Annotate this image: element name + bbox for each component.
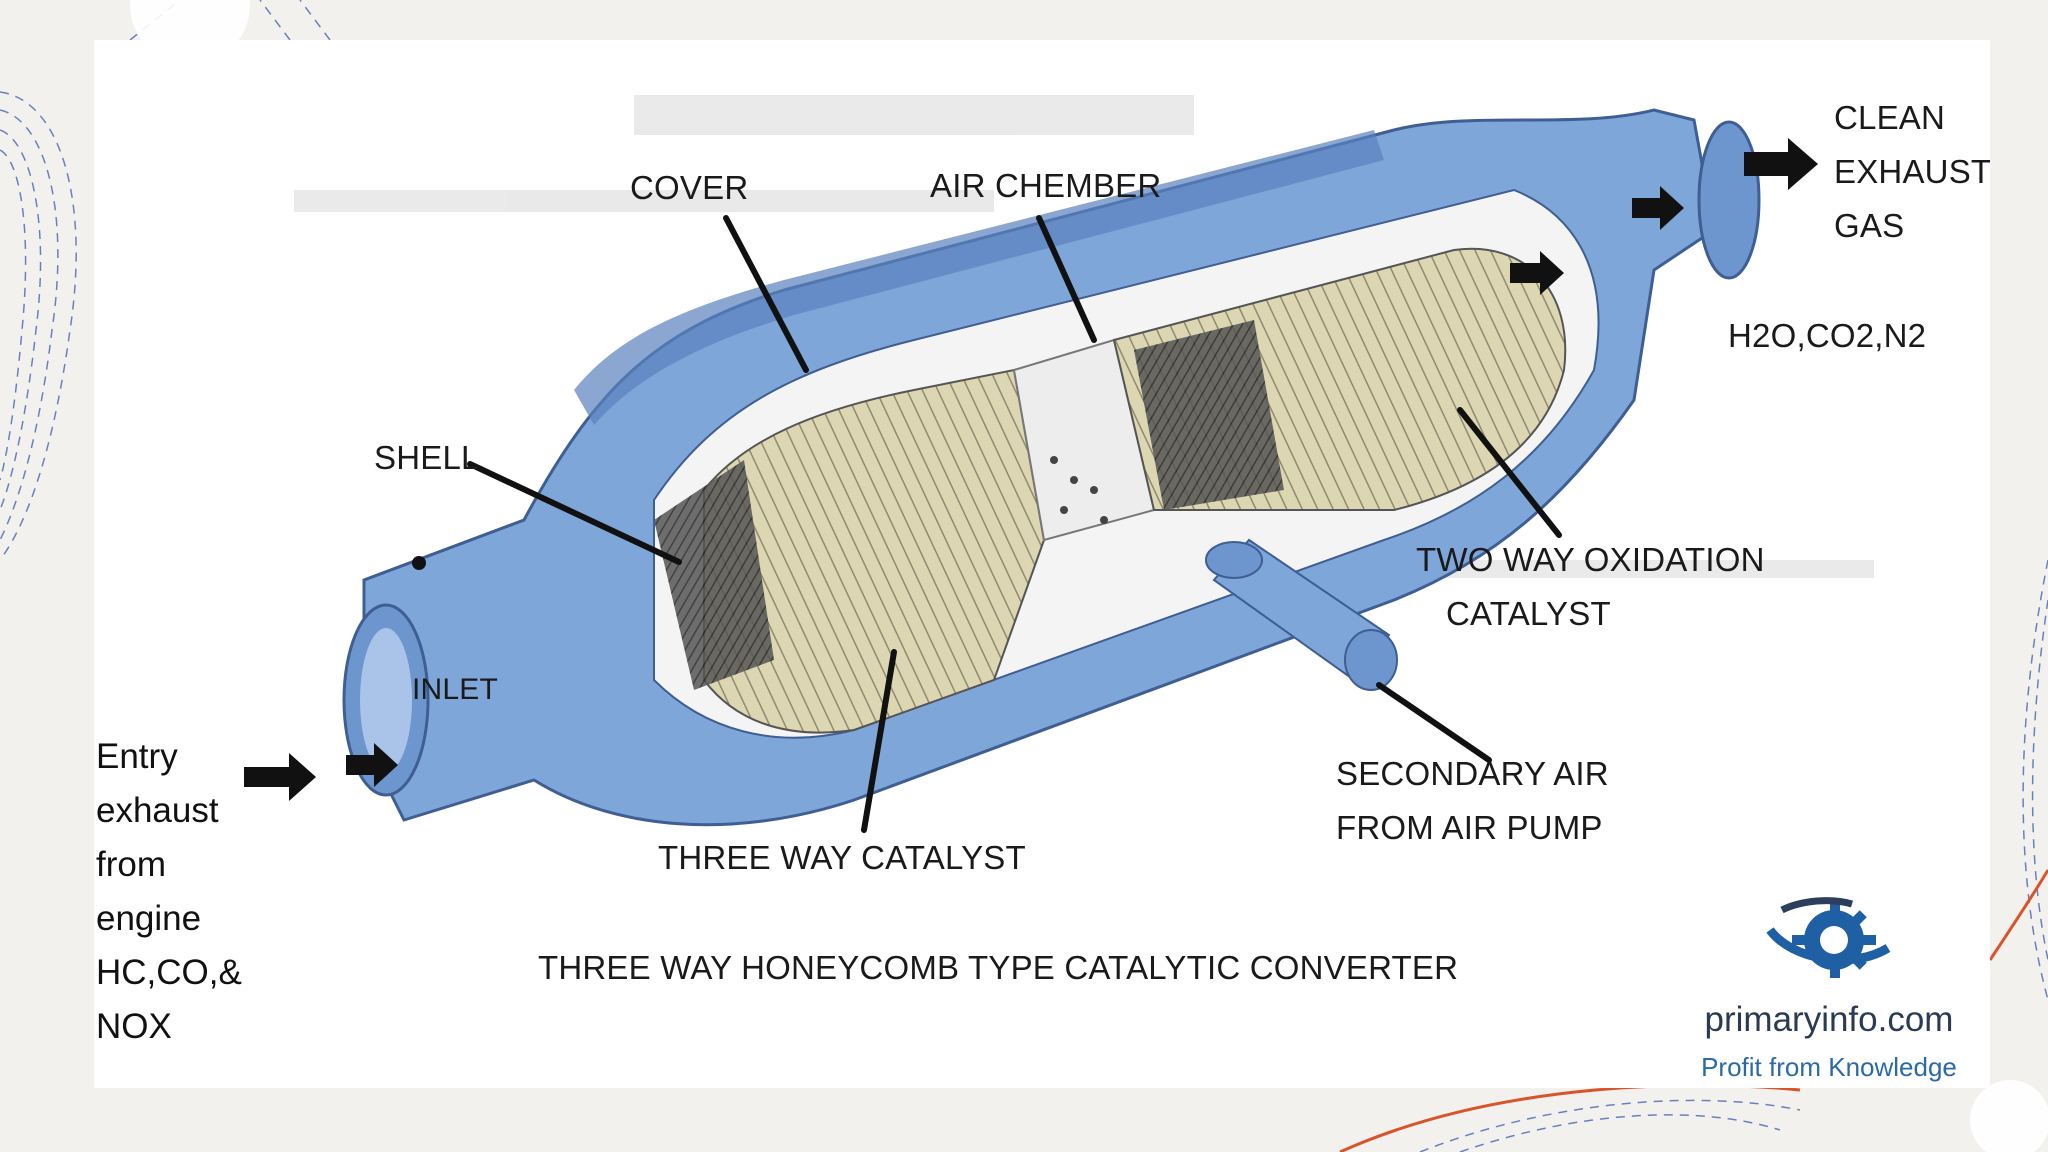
entry-line: Entry <box>96 737 178 776</box>
label-entry-exhaust: Entry exhaust from engine HC,CO,& NOX <box>96 730 296 1054</box>
diagram-panel: COVER AIR CHEMBER CLEAN EXHAUST GAS H2O,… <box>94 40 1990 1088</box>
outlet-pipe <box>1697 120 1761 280</box>
logo-brand: primaryinfo.com <box>1704 1000 1954 1039</box>
entry-line: NOX <box>96 1007 172 1046</box>
label-secondary-pump: FROM AIR PUMP <box>1336 809 1603 846</box>
label-exhaust: EXHAUST <box>1834 153 1990 190</box>
entry-line: exhaust <box>96 791 219 830</box>
label-secondary-air: SECONDARY AIR <box>1336 755 1609 792</box>
label-outputs: H2O,CO2,N2 <box>1728 317 1927 354</box>
label-air-chamber: AIR CHEMBER <box>930 167 1162 204</box>
logo-tagline: Profit from Knowledge <box>1701 1052 1957 1082</box>
entry-line: HC,CO,& <box>96 953 242 992</box>
flow-arrow-icon <box>244 138 1818 801</box>
catalytic-converter-diagram <box>244 95 1874 833</box>
label-inlet: INLET <box>412 673 499 706</box>
label-shell: SHELL <box>374 439 480 476</box>
primaryinfo-logo: primaryinfo.com Profit from Knowledge <box>1668 880 1990 1088</box>
diagram-title: THREE WAY HONEYCOMB TYPE CATALYTIC CONVE… <box>538 949 1459 986</box>
secondary-air-pipe <box>1205 538 1398 691</box>
label-gas: GAS <box>1834 207 1905 244</box>
label-clean: CLEAN <box>1834 99 1946 136</box>
label-two-way-catalyst: CATALYST <box>1446 595 1611 632</box>
label-two-way: TWO WAY OXIDATION <box>1416 541 1765 578</box>
leader-lines <box>467 215 1562 833</box>
gear-logo-icon <box>1766 897 1891 978</box>
entry-line: engine <box>96 899 202 938</box>
entry-line: from <box>96 845 166 884</box>
label-cover: COVER <box>630 169 749 206</box>
label-three-way: THREE WAY CATALYST <box>658 839 1026 876</box>
